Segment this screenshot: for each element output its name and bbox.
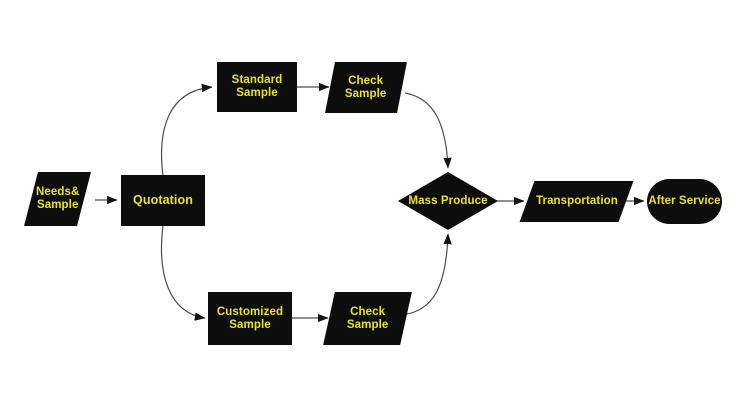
node-mass-produce-label: Mass Produce [408, 194, 488, 207]
node-after-service-label: After Service [648, 195, 721, 207]
arrow-check-top-to-mass-produce [404, 92, 452, 169]
node-needs-sample-label: Needs& Sample [35, 186, 80, 211]
node-transportation: Transportation [519, 181, 634, 222]
node-check-sample-bottom-label: Check Sample [346, 305, 389, 331]
node-after-service: After Service [647, 179, 722, 224]
arrow-quotation-to-customized [160, 225, 206, 321]
arrow-quotation-to-standard [160, 83, 213, 177]
node-mass-produce: Mass Produce [398, 172, 498, 230]
node-standard-sample: Standard Sample [217, 62, 297, 112]
node-check-sample-top-label: Check Sample [345, 74, 387, 100]
node-customized-sample-label: Customized Sample [216, 305, 284, 331]
node-standard-sample-label: Standard Sample [231, 74, 283, 99]
node-quotation: Quotation [121, 175, 205, 226]
node-check-sample-top: Check Sample [325, 62, 407, 113]
node-needs-sample: Needs& Sample [24, 172, 91, 226]
node-check-sample-bottom: Check Sample [323, 292, 412, 345]
node-quotation-label: Quotation [133, 193, 193, 207]
node-customized-sample: Customized Sample [208, 292, 292, 345]
node-transportation-label: Transportation [535, 195, 618, 207]
